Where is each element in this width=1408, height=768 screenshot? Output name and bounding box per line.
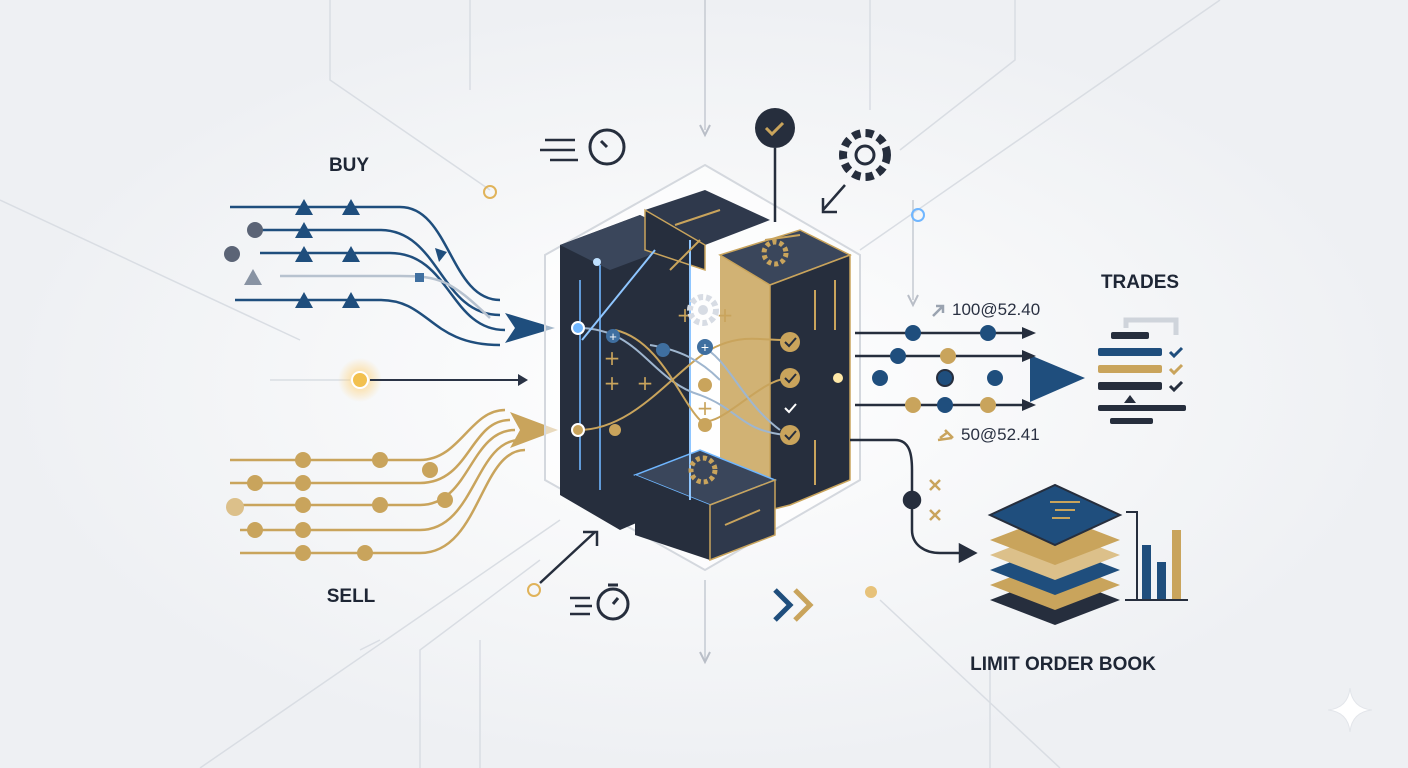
checkmark-badge-icon xyxy=(755,108,795,222)
buy-arrowhead xyxy=(505,313,555,343)
bar-chart-icon xyxy=(1125,511,1188,601)
trade-list-icon xyxy=(1098,317,1186,424)
order-book-route xyxy=(850,438,978,564)
glow-dot xyxy=(527,583,541,597)
glow-dot xyxy=(911,208,925,222)
trend-up-icon xyxy=(932,304,945,317)
buy-order-markers xyxy=(224,199,447,308)
match-check-icons xyxy=(780,332,800,445)
trade-label-2: 50@52.41 xyxy=(961,425,1040,444)
sell-order-markers xyxy=(226,452,453,561)
stopwatch-icon xyxy=(540,128,626,166)
svg-text:+: + xyxy=(717,303,734,327)
background-lines xyxy=(0,0,1221,768)
gear-icon xyxy=(821,129,891,214)
trade-output-streams xyxy=(850,325,1085,413)
glow-node-core xyxy=(351,371,369,389)
sell-order-flows xyxy=(230,408,526,555)
svg-text:+: + xyxy=(609,329,617,344)
down-arrow-right xyxy=(907,294,919,308)
matching-engine-core: + + ++++++ xyxy=(544,163,861,572)
buy-order-flows xyxy=(230,205,506,347)
sell-label: SELL xyxy=(327,586,376,607)
svg-text:+: + xyxy=(637,371,654,395)
buy-label: BUY xyxy=(329,155,369,176)
order-book-stack-icon xyxy=(987,483,1123,625)
timer-icon xyxy=(539,530,630,621)
svg-text:+: + xyxy=(697,396,714,420)
glow-dot xyxy=(865,586,877,598)
trades-label: TRADES xyxy=(1101,272,1179,293)
svg-text:+: + xyxy=(604,371,621,395)
down-arrow-bottom xyxy=(699,651,711,665)
engine-gear-icons xyxy=(688,239,789,485)
down-arrow-top xyxy=(699,124,711,138)
sparkle-icon xyxy=(1327,687,1373,733)
split-icon xyxy=(937,429,954,442)
glow-dot xyxy=(483,185,497,199)
double-chevron-icon xyxy=(773,588,814,622)
sell-arrowhead xyxy=(510,412,558,448)
svg-text:+: + xyxy=(604,346,621,370)
trade-label-1: 100@52.40 xyxy=(952,300,1040,319)
svg-text:+: + xyxy=(701,339,709,355)
order-book-label: LIMIT ORDER BOOK xyxy=(970,654,1156,675)
